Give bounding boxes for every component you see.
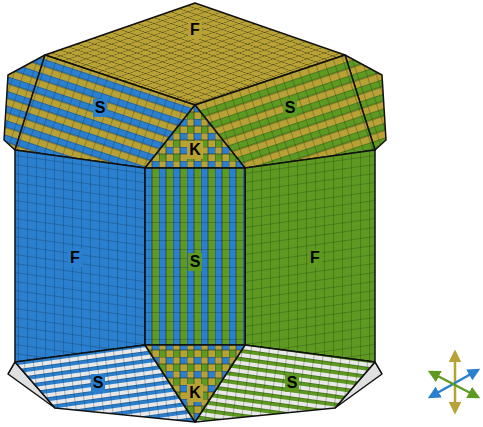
- face-label: S: [93, 99, 108, 117]
- face-label: K: [187, 141, 203, 159]
- face-label: F: [188, 21, 202, 39]
- face-label: S: [91, 374, 106, 392]
- face-label: F: [68, 249, 82, 267]
- face-label: F: [308, 249, 322, 267]
- face-label: K: [187, 384, 203, 402]
- face-label: S: [283, 99, 298, 117]
- face-label: S: [188, 253, 203, 271]
- face-label: S: [285, 374, 300, 392]
